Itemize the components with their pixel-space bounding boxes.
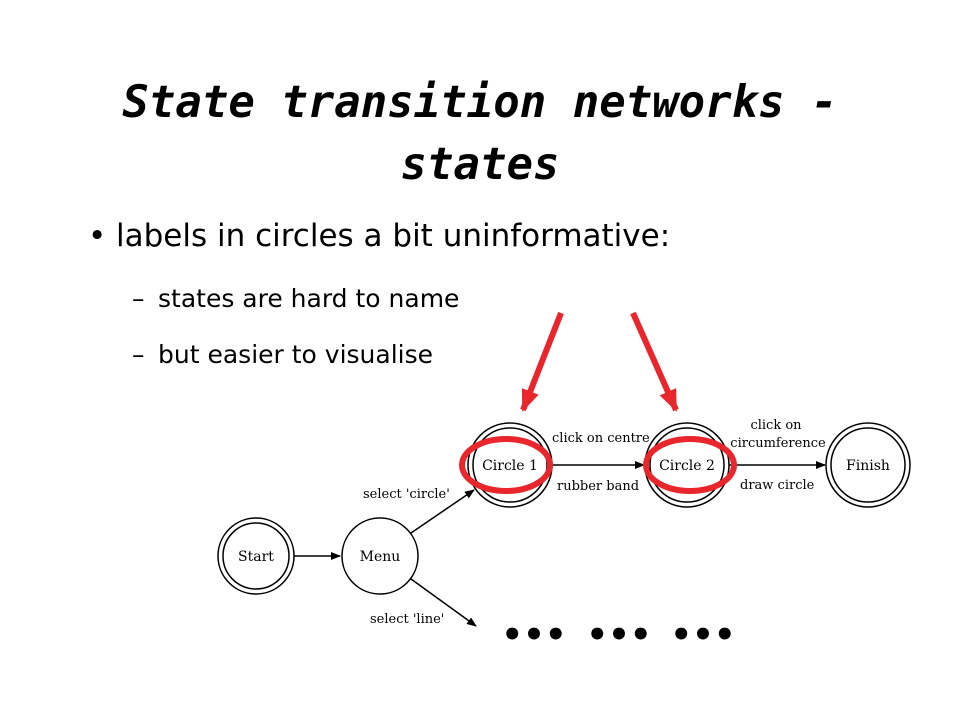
subpoint-text: states are hard to name bbox=[158, 284, 460, 313]
subpoint-dash: – bbox=[132, 284, 145, 313]
node-menu: Menu bbox=[341, 517, 419, 595]
bullet-text: labels in circles a bit uninformative: bbox=[116, 218, 671, 254]
title-line-1: State transition networks - bbox=[122, 77, 838, 128]
red-arrow-to-circle-2 bbox=[630, 311, 679, 412]
red-arrow-to-circle-1 bbox=[520, 311, 564, 412]
node-circle-2: Circle 2 bbox=[644, 422, 730, 508]
bullet-dot: • bbox=[88, 218, 107, 254]
subpoint-1: –states are hard to name bbox=[132, 284, 459, 313]
node-circle-1: Circle 1 bbox=[467, 422, 553, 508]
edge-label-select-line: select 'line' bbox=[370, 612, 444, 627]
highlight-ellipse-circle-1 bbox=[459, 436, 553, 494]
title-line-2: states bbox=[400, 139, 560, 190]
ellipsis-1: ••• bbox=[501, 615, 566, 655]
subpoint-text: but easier to visualise bbox=[158, 340, 434, 369]
edge-label-rubber-band: rubber band bbox=[557, 479, 639, 494]
node-circle-2-label: Circle 2 bbox=[659, 458, 715, 474]
edge-label-circumference: circumference bbox=[730, 436, 826, 451]
bullet-point: •labels in circles a bit uninformative: bbox=[88, 218, 670, 254]
slide-title: State transition networks - states bbox=[0, 72, 960, 196]
ellipsis-3: ••• bbox=[670, 615, 735, 655]
edge-label-draw-circle: draw circle bbox=[740, 478, 815, 493]
node-finish-label: Finish bbox=[846, 458, 890, 474]
edge-label-click-centre: click on centre bbox=[552, 431, 650, 446]
subpoint-dash: – bbox=[132, 340, 145, 369]
edge-menu-circle-1 bbox=[410, 489, 475, 534]
node-start: Start bbox=[217, 517, 295, 595]
edge-menu-line bbox=[410, 578, 477, 627]
ellipsis-2: ••• bbox=[586, 615, 651, 655]
node-circle-1-label: Circle 1 bbox=[482, 458, 538, 474]
node-finish: Finish bbox=[825, 422, 911, 508]
node-start-label: Start bbox=[238, 549, 274, 565]
highlight-ellipse-circle-2 bbox=[643, 436, 737, 494]
node-menu-label: Menu bbox=[360, 549, 401, 565]
edge-label-click-on: click on bbox=[750, 418, 802, 433]
subpoint-2: –but easier to visualise bbox=[132, 340, 433, 369]
edge-label-select-circle: select 'circle' bbox=[363, 487, 450, 502]
